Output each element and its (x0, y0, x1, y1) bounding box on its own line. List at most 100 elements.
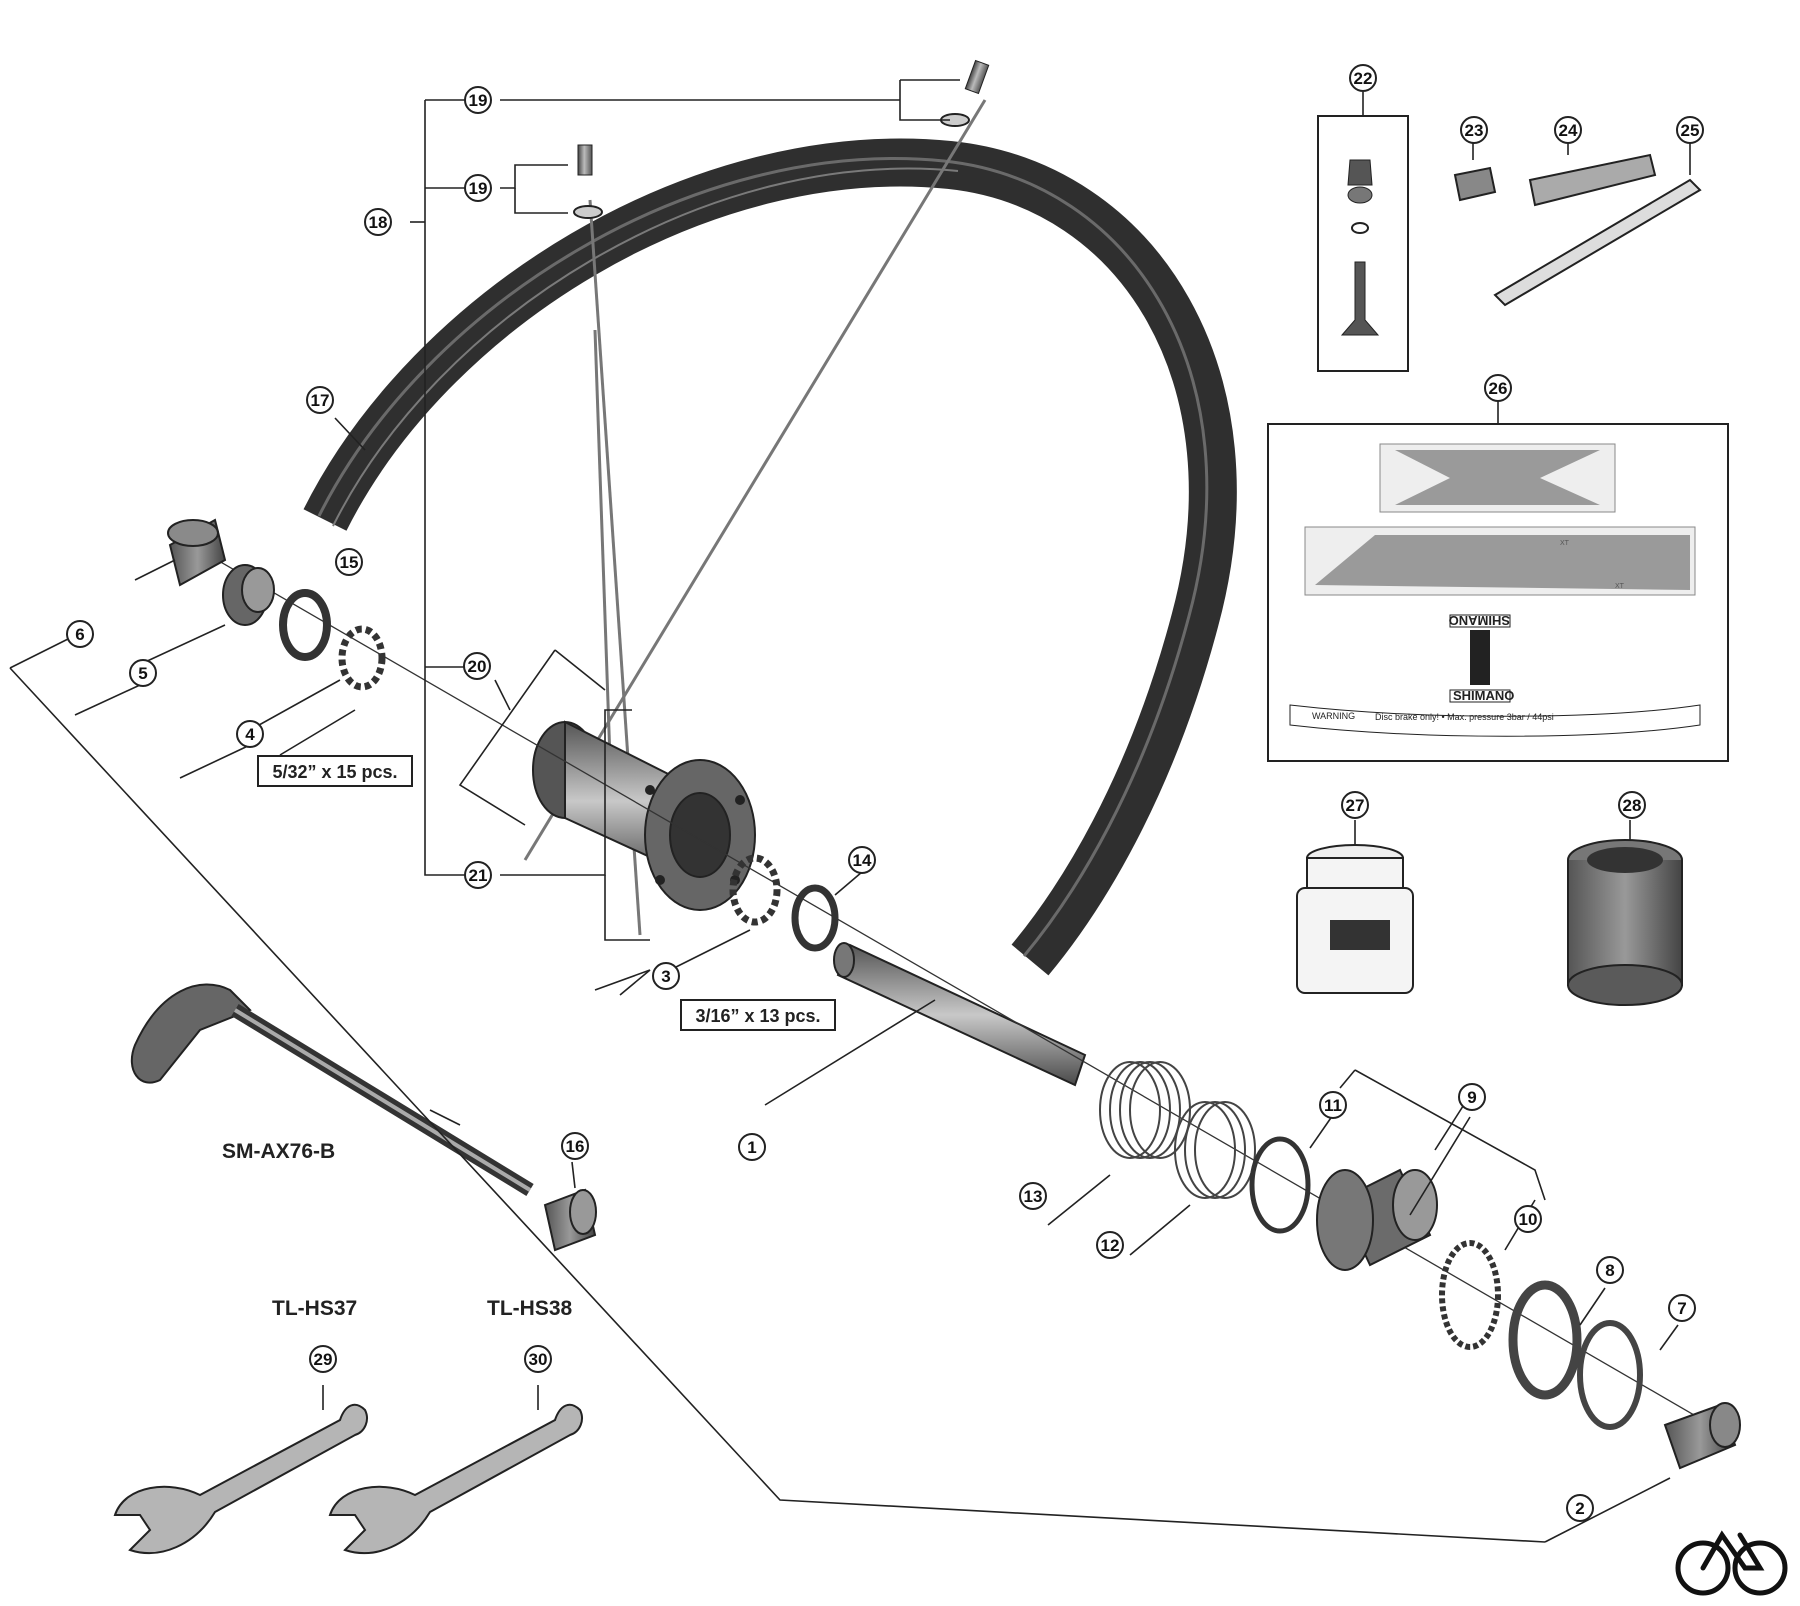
callout-number: 28 (1623, 796, 1642, 815)
callout-8: 8 (1596, 1256, 1624, 1284)
part-2-end-cap (1663, 1402, 1741, 1470)
callout-12: 12 (1096, 1231, 1124, 1259)
callout-number: 5 (138, 664, 147, 683)
ball-qty-box-left (257, 755, 413, 787)
callout-circle (1596, 1256, 1624, 1284)
callout-circle (1668, 1294, 1696, 1322)
callout-number: 23 (1465, 121, 1484, 140)
callout-16: 16 (561, 1132, 589, 1160)
callout-18: 18 (364, 208, 392, 236)
callout-11: 11 (1319, 1091, 1347, 1119)
callout-number: 3 (661, 967, 670, 986)
callout-9: 9 (1458, 1083, 1486, 1111)
part-11-snap-ring (1249, 1136, 1311, 1234)
callout-number: 4 (245, 725, 255, 744)
callout-circle (1484, 374, 1512, 402)
callout-number: 2 (1575, 1499, 1584, 1518)
callout-number: 10 (1519, 1210, 1538, 1229)
callout-number: 19 (469, 91, 488, 110)
callout-15: 15 (335, 548, 363, 576)
callout-24: 24 (1554, 116, 1582, 144)
part-7-seal-ring (1577, 1320, 1643, 1430)
tool-1-model-label: TL-HS37 (272, 1297, 357, 1320)
callout-30: 30 (524, 1345, 552, 1373)
callout-circle (335, 548, 363, 576)
callout-circle (129, 659, 157, 687)
callout-circle (1341, 791, 1369, 819)
callout-circle (1618, 791, 1646, 819)
callout-3: 3 (652, 962, 680, 990)
hub-axle (833, 942, 1087, 1087)
callout-26: 26 (1484, 374, 1512, 402)
callout-circle (848, 846, 876, 874)
callout-circle (1554, 116, 1582, 144)
callout-2: 2 (1566, 1494, 1594, 1522)
callout-circle (306, 386, 334, 414)
callout-10: 10 (1514, 1205, 1542, 1233)
part-5-cone-nut (222, 564, 275, 626)
callout-number: 15 (340, 553, 359, 572)
callout-number: 30 (529, 1350, 548, 1369)
callout-17: 17 (306, 386, 334, 414)
callout-number: 13 (1024, 1187, 1043, 1206)
callout-number: 9 (1467, 1088, 1476, 1107)
tool-2-model-label: TL-HS38 (487, 1297, 573, 1320)
callout-circle (1319, 1091, 1347, 1119)
callout-number: 11 (1324, 1096, 1342, 1115)
callout-number: 24 (1559, 121, 1578, 140)
callout-22: 22 (1349, 64, 1377, 92)
callout-28: 28 (1618, 791, 1646, 819)
bicycle-logo (1675, 1530, 1788, 1596)
part-25-rim-tape (1493, 178, 1702, 307)
callout-number: 16 (566, 1137, 585, 1156)
callout-13: 13 (1019, 1182, 1047, 1210)
callout-circle (463, 652, 491, 680)
decal-warning: WARNING (1312, 711, 1355, 721)
callout-number: 26 (1489, 379, 1508, 398)
callout-number: 6 (75, 625, 84, 644)
part-thru-axle (130, 983, 534, 1196)
tool-tl-hs37-wrench (113, 1403, 368, 1555)
assembly-axis-line (199, 549, 1721, 1431)
ball-qty-left: 5/32” x 15 pcs. (272, 762, 397, 782)
tool-tl-hs38-wrench (328, 1403, 583, 1555)
callout-circle (738, 1133, 766, 1161)
callout-number: 17 (311, 391, 330, 410)
callout-25: 25 (1676, 116, 1704, 144)
callout-number: 21 (469, 866, 488, 885)
rim (303, 138, 1237, 976)
callout-19a: 19 (464, 86, 492, 114)
decal-model-small-2: XT (1615, 583, 1625, 590)
callout-circle (364, 208, 392, 236)
part-8-shim (1508, 1280, 1582, 1400)
part-12-spring (1174, 1101, 1256, 1199)
callout-circle (1460, 116, 1488, 144)
part-27-grease-jar (1296, 844, 1414, 994)
part-10-ratchet-ring (1439, 1240, 1501, 1350)
part-22-valve-kit (1340, 159, 1380, 336)
callout-circle (561, 1132, 589, 1160)
part-4-ball-retainer (338, 625, 386, 691)
ball-qty-box-right (680, 999, 836, 1031)
callout-5: 5 (129, 659, 157, 687)
callout-number: 1 (747, 1138, 756, 1157)
decal-brand-bottom: SHIMANO (1453, 688, 1514, 703)
callout-circle (464, 861, 492, 889)
callout-circle (1096, 1231, 1124, 1259)
decal-model-small: XT (1560, 540, 1570, 547)
part-26-decal-set (1289, 443, 1701, 737)
callout-7: 7 (1668, 1294, 1696, 1322)
callout-circle (1514, 1205, 1542, 1233)
decal-brand-top: SHIMANO (1449, 613, 1510, 628)
spoke-nipples (573, 59, 990, 219)
hub-body (532, 720, 756, 911)
callout-number: 27 (1346, 796, 1365, 815)
callout-circle (236, 720, 264, 748)
callout-circle (1566, 1494, 1594, 1522)
callout-circle (1349, 64, 1377, 92)
callout-4: 4 (236, 720, 264, 748)
decal-warning-text: Disc brake only! • Max. pressure 3bar / … (1375, 712, 1554, 722)
part-15-seal-ring (279, 589, 331, 661)
